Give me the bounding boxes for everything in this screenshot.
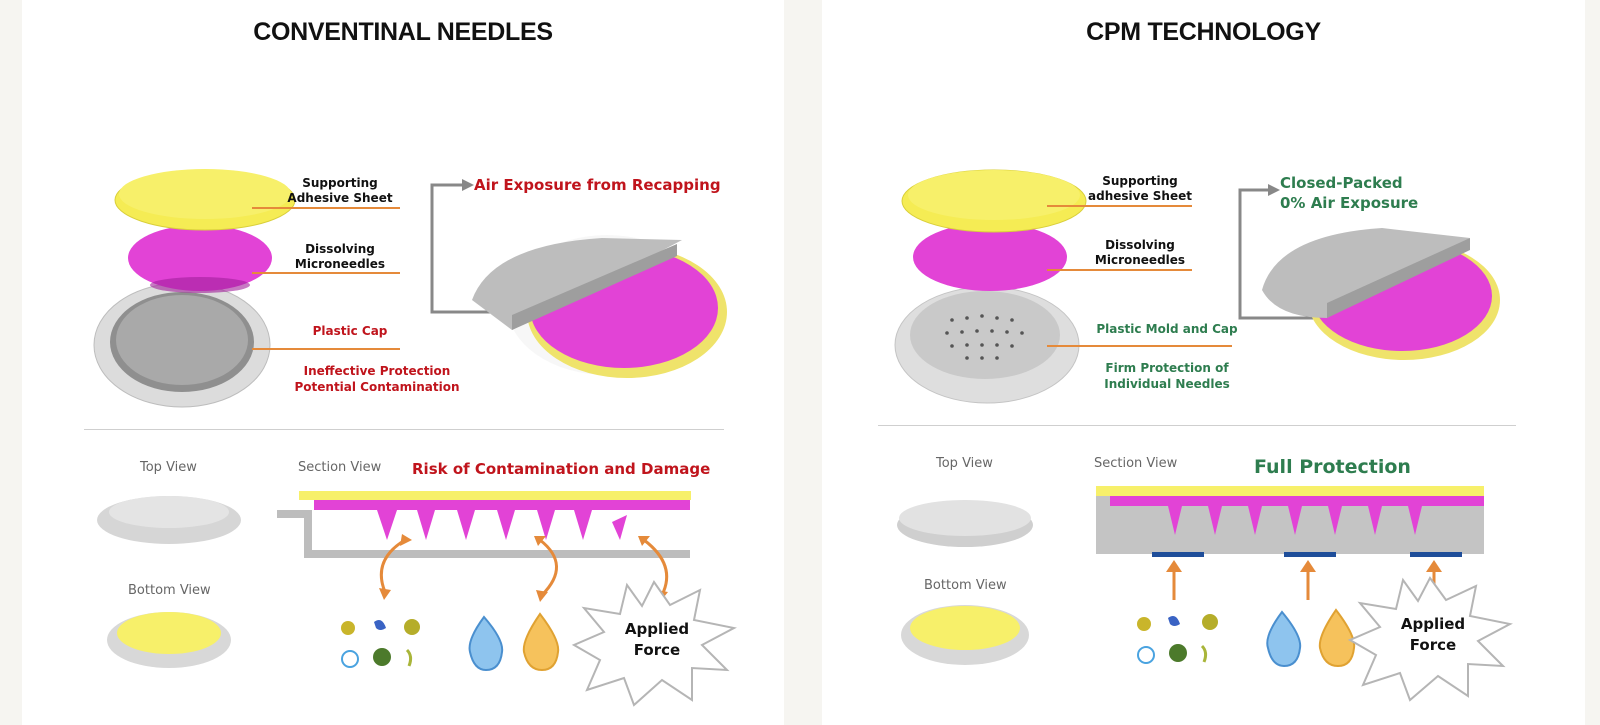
conventional-needles-panel: CONVENTINAL NEEDLES Supporting Adhesive … (22, 0, 784, 725)
applied-force-line2: Force (1388, 635, 1478, 656)
cpm-technology-panel: CPM TECHNOLOGY Supporting adhesive Sheet… (822, 0, 1585, 725)
applied-force-line1: Applied (612, 619, 702, 640)
oil-drop-icon (1320, 610, 1354, 666)
applied-force-line2: Force (612, 640, 702, 661)
oil-drop-icon (524, 614, 558, 670)
water-drop-icon (1267, 612, 1300, 666)
needle-tips (377, 510, 627, 540)
water-drop-icon (470, 617, 503, 670)
contamination-arrows (381, 540, 666, 595)
contaminant-icons (1137, 614, 1218, 663)
force-arrows (1174, 568, 1434, 600)
conventional-section-diagram (22, 0, 784, 725)
contaminant-icons (341, 619, 420, 667)
cap-seal-plates (1152, 552, 1462, 557)
applied-force-line1: Applied (1388, 614, 1478, 635)
